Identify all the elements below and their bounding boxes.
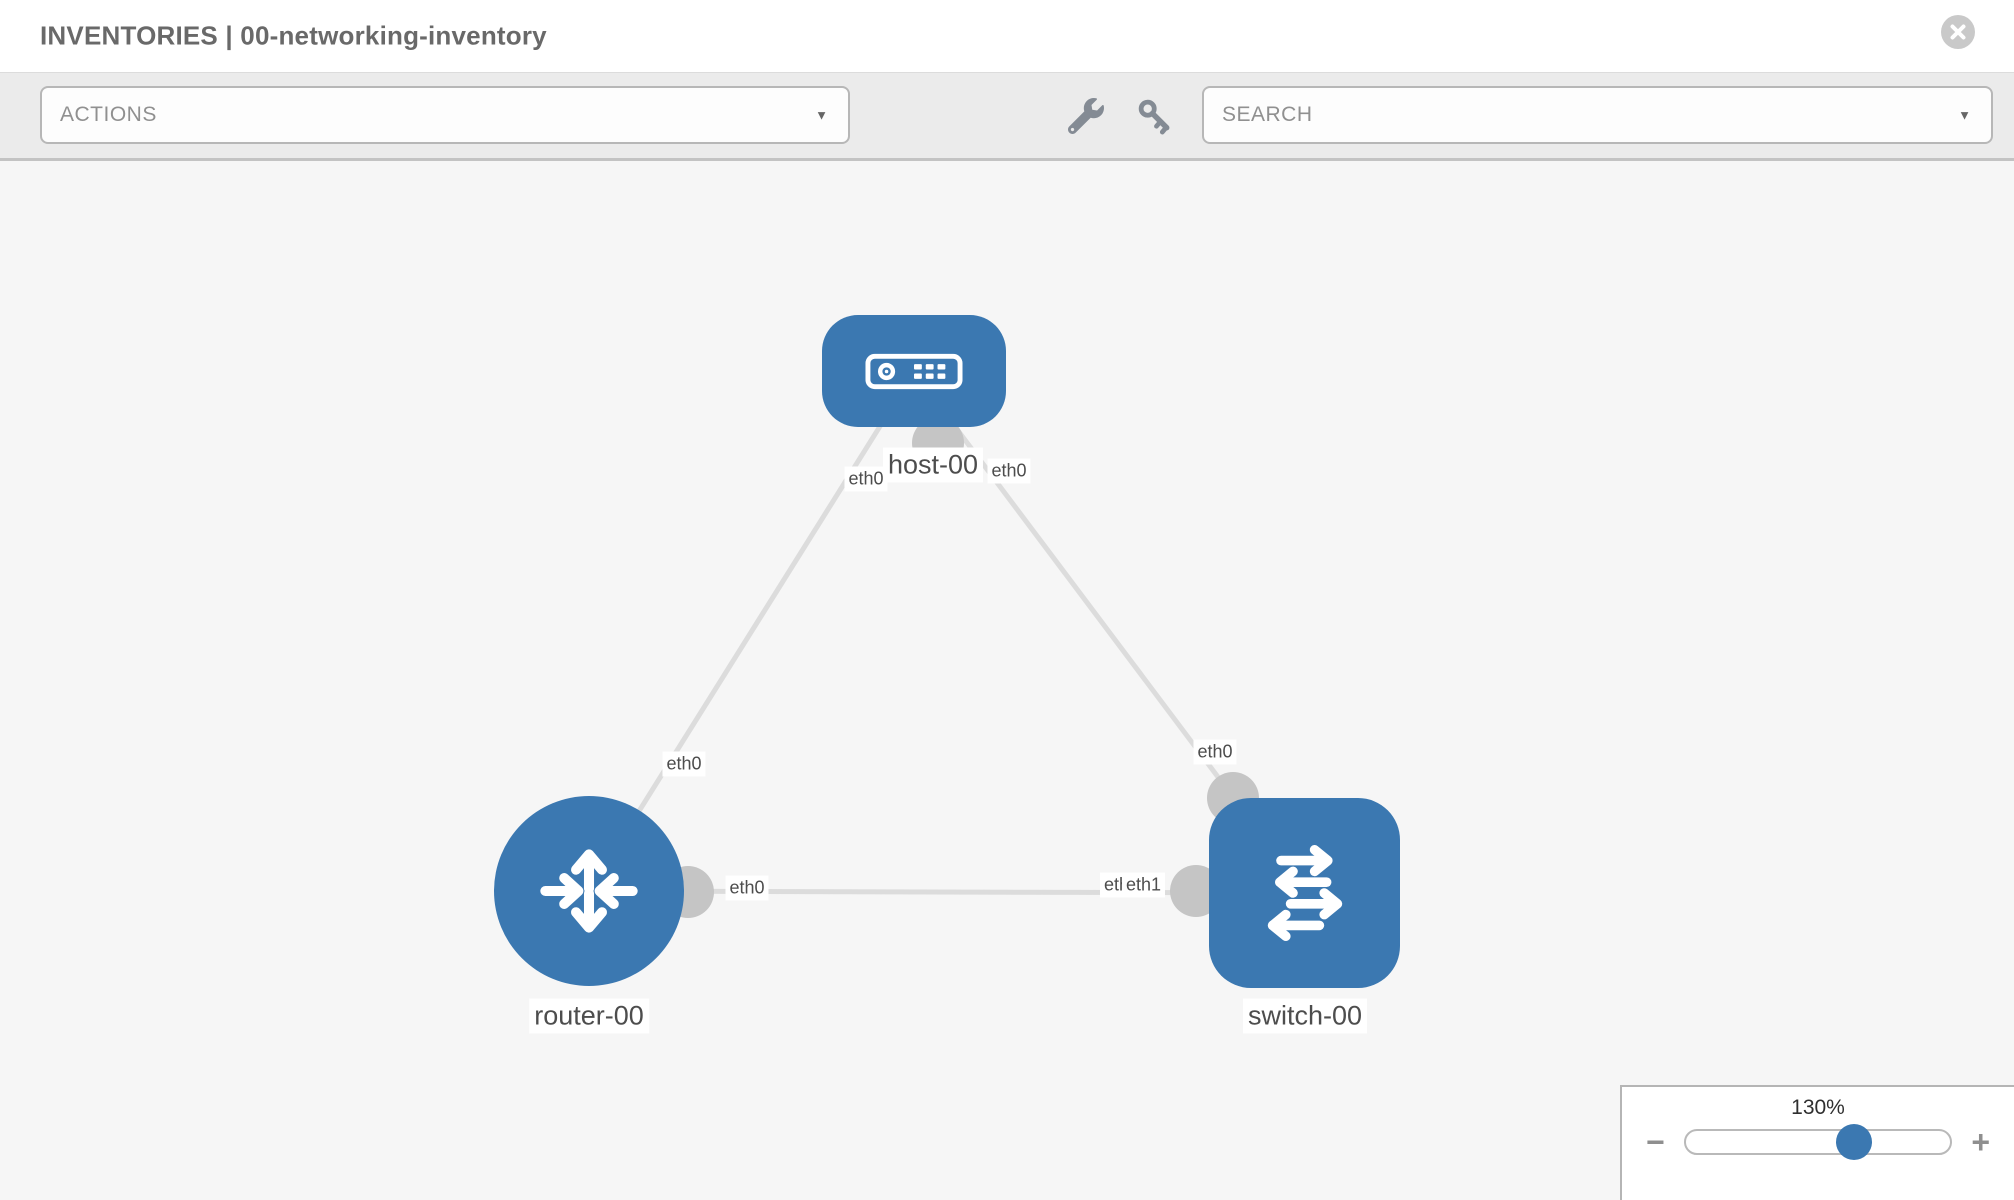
node-router-00[interactable] [494,796,684,986]
close-button[interactable] [1941,15,1975,49]
node-label-host: host-00 [882,447,984,483]
zoom-level: 130% [1791,1096,1845,1119]
credentials-button[interactable] [1131,92,1179,140]
edges-layer [586,370,1307,918]
zoom-slider-row: − + [1622,1124,2014,1160]
zoom-panel: 130% − + [1620,1085,2014,1200]
interface-label-host-switch-hostside: eth0 [987,458,1031,484]
zoom-slider-track[interactable] [1684,1124,1952,1160]
tools-button[interactable] [1062,92,1110,140]
switch-icon [1267,845,1342,941]
host-icon [865,353,963,389]
topology-canvas[interactable]: host-00 router-00 switch-00 eth0 eth0 et… [0,164,2014,1200]
zoom-slider-thumb[interactable] [1836,1124,1872,1160]
actions-dropdown-label: ACTIONS [60,103,157,126]
router-icon [540,849,638,933]
search-dropdown[interactable]: SEARCH ▼ [1202,86,1993,144]
node-host-00[interactable] [822,315,1006,427]
close-icon [1950,24,1966,40]
header: INVENTORIES | 00-networking-inventory [0,0,2014,72]
chevron-down-icon: ▼ [815,107,828,123]
wrench-icon [1068,97,1104,134]
interface-label-router-switch-switchside-front: eth1 [1122,872,1166,898]
zoom-in-button[interactable]: + [1971,1124,1990,1160]
search-dropdown-label: SEARCH [1222,103,1313,126]
interface-label-router-switch-routerside: eth0 [725,875,769,901]
key-icon [1138,99,1170,134]
interface-label-host-router-hostside: eth0 [844,466,888,492]
node-switch-00[interactable] [1209,798,1400,988]
actions-dropdown[interactable]: ACTIONS ▼ [40,86,850,144]
node-label-router: router-00 [529,998,649,1034]
link-host-router [586,370,917,893]
interface-label-host-switch-switchside: eth0 [1193,739,1237,765]
chevron-down-icon: ▼ [1958,107,1971,123]
interface-label-host-router-routerside: eth0 [662,751,706,777]
toolbar: ACTIONS ▼ SEARCH ▼ [0,72,2014,161]
node-label-switch: switch-00 [1242,998,1368,1034]
zoom-out-button[interactable]: − [1646,1124,1665,1160]
page-title: INVENTORIES | 00-networking-inventory [40,20,547,51]
